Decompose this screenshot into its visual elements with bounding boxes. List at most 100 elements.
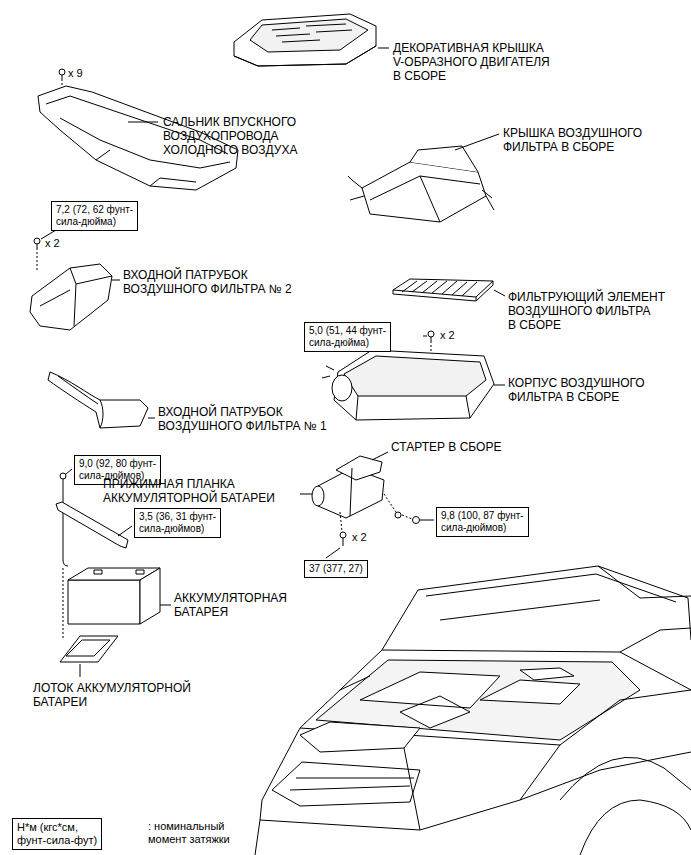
part-name: ФИЛЬТРУЮЩИЙ ЭЛЕМЕНТ ВОЗДУШНОГО ФИЛЬТРА В… <box>508 290 665 332</box>
car-illustration <box>290 778 414 790</box>
text-line: БАТАРЕЯ <box>174 605 287 619</box>
text-line: СТАРТЕР В СБОРЕ <box>391 440 501 454</box>
car-illustration <box>340 668 574 690</box>
part-name: КОРПУС ВОЗДУШНОГО ФИЛЬТРА В СБОРЕ <box>508 376 645 404</box>
air-inlet-2 <box>40 268 112 326</box>
text-line: ВОЗДУХОПРОВОДА <box>163 129 297 143</box>
battery <box>68 568 171 624</box>
text-line: сила-дюйма) <box>309 337 386 349</box>
air-cleaner-case <box>494 385 505 386</box>
text-line: ФИЛЬТРУЮЩИЙ ЭЛЕМЕНТ <box>508 290 665 304</box>
text-line: 5,0 (51, 44 фунт- <box>309 325 386 337</box>
air-inlet-2 <box>30 264 120 330</box>
text-line: АККУМУЛЯТОРНОЙ БАТАРЕИ <box>103 491 275 505</box>
battery-clamp <box>63 568 64 640</box>
starter <box>300 452 434 558</box>
text-line: : номинальный <box>148 820 230 833</box>
battery <box>160 605 171 606</box>
air-inlet-2 <box>30 264 112 330</box>
engine-cover <box>272 24 352 42</box>
quantity-label: x 2 <box>45 236 60 250</box>
car-illustration <box>580 800 691 855</box>
bolt <box>62 75 63 81</box>
filter-element <box>393 279 505 301</box>
battery <box>136 570 144 574</box>
engine-cover <box>234 46 376 66</box>
torque-spec-box: 5,0 (51, 44 фунт-сила-дюйма) <box>304 322 391 352</box>
torque-value: Н*м (кгс*см, фунт-сила-фут) <box>17 821 97 847</box>
part-name: КРЫШКА ВОЗДУШНОГО ФИЛЬТРА В СБОРЕ <box>503 126 642 154</box>
air-cleaner-cap <box>410 146 478 172</box>
battery-tray <box>60 636 118 677</box>
text-line: БАТАРЕИ <box>33 695 191 709</box>
filter-element <box>402 281 477 296</box>
text-line: ВОЗДУШНОГО ФИЛЬТРА № 1 <box>158 419 327 433</box>
air-cleaner-case <box>334 350 494 420</box>
air-inlet-2 <box>112 280 120 281</box>
air-inlet-1 <box>48 372 148 428</box>
part-name: СТАРТЕР В СБОРЕ <box>391 440 501 454</box>
starter <box>312 486 324 506</box>
part-name: АККУМУЛЯТОРНАЯ БАТАРЕЯ <box>174 591 287 619</box>
bolt <box>423 336 427 337</box>
battery-tray <box>80 664 81 677</box>
bolt <box>431 337 432 343</box>
engine-cover <box>234 14 376 66</box>
text-line: Н*м (кгс*см, <box>17 821 97 834</box>
starter <box>340 532 346 538</box>
text-line: ХОЛОДНОГО ВОЗДУХА <box>163 143 297 157</box>
text-line: сила-дюйма) <box>56 216 133 228</box>
car-illustration <box>300 722 420 752</box>
part-name: ДЕКОРАТИВНАЯ КРЫШКА V-ОБРАЗНОГО ДВИГАТЕЛ… <box>393 41 550 83</box>
torque-value: 9,8 (100, 87 фунт-сила-дюймов) <box>441 510 524 534</box>
text-line: 7,2 (72, 62 фунт- <box>56 204 133 216</box>
text-line: ПРИЖИМНАЯ ПЛАНКА <box>103 477 275 491</box>
air-inlet-1 <box>58 376 103 428</box>
air-cleaner-case <box>344 356 486 396</box>
text-line: ВОЗДУШНОГО ФИЛЬТРА № 2 <box>123 282 292 296</box>
car-illustration <box>560 757 691 800</box>
part-name: ЛОТОК АККУМУЛЯТОРНОЙ БАТАРЕИ <box>33 681 191 709</box>
car-illustration <box>255 752 691 855</box>
torque-value: 3,5 (36, 31 фунт-сила-дюймов) <box>139 511 216 535</box>
car-illustration <box>255 566 691 855</box>
battery <box>68 580 140 624</box>
battery-clamp <box>56 502 128 548</box>
text-line: V-ОБРАЗНОГО ДВИГАТЕЛЯ <box>393 55 550 69</box>
starter <box>340 512 342 532</box>
battery-clamp <box>118 526 132 536</box>
bolt <box>428 331 434 337</box>
starter <box>413 517 420 524</box>
bolt <box>34 238 40 244</box>
car-illustration <box>360 672 580 728</box>
text-line: 3,5 (36, 31 фунт- <box>139 511 216 523</box>
text-line: x 9 <box>68 66 83 80</box>
car-illustration <box>272 762 420 806</box>
battery-tray <box>60 636 118 662</box>
battery-tray <box>66 640 110 656</box>
text-line: сила-дюймов) <box>139 523 216 535</box>
air-cleaner-case <box>322 350 505 420</box>
torque-spec-box: 37 (377, 27) <box>304 560 368 578</box>
legend-sample-box: Н*м (кгс*см, фунт-сила-фут) <box>12 818 102 850</box>
quantity-label: x 2 <box>352 530 367 544</box>
text-line: сила-дюймов) <box>441 522 524 534</box>
starter <box>420 520 434 521</box>
engine-cover <box>250 19 368 52</box>
part-name: ПРИЖИМНАЯ ПЛАНКА АККУМУЛЯТОРНОЙ БАТАРЕИ <box>103 477 275 505</box>
torque-value: 5,0 (51, 44 фунт-сила-дюйма) <box>309 325 386 349</box>
torque-spec-box: 3,5 (36, 31 фунт-сила-дюймов) <box>134 508 221 538</box>
bolt <box>37 244 38 250</box>
bolt <box>34 230 56 272</box>
text-line: ВХОДНОЙ ПАТРУБОК <box>123 268 292 282</box>
engine-cover <box>234 14 389 66</box>
starter <box>372 452 388 460</box>
air-cleaner-case <box>356 396 470 420</box>
air-cleaner-cap <box>348 176 494 210</box>
car-illustration <box>260 745 560 830</box>
text-line: ЛОТОК АККУМУЛЯТОРНОЙ <box>33 681 191 695</box>
battery <box>140 568 160 624</box>
part-name: ВХОДНОЙ ПАТРУБОК ВОЗДУШНОГО ФИЛЬТРА № 1 <box>158 405 327 433</box>
quantity-label: x 9 <box>68 66 83 80</box>
filter-element <box>393 279 493 297</box>
